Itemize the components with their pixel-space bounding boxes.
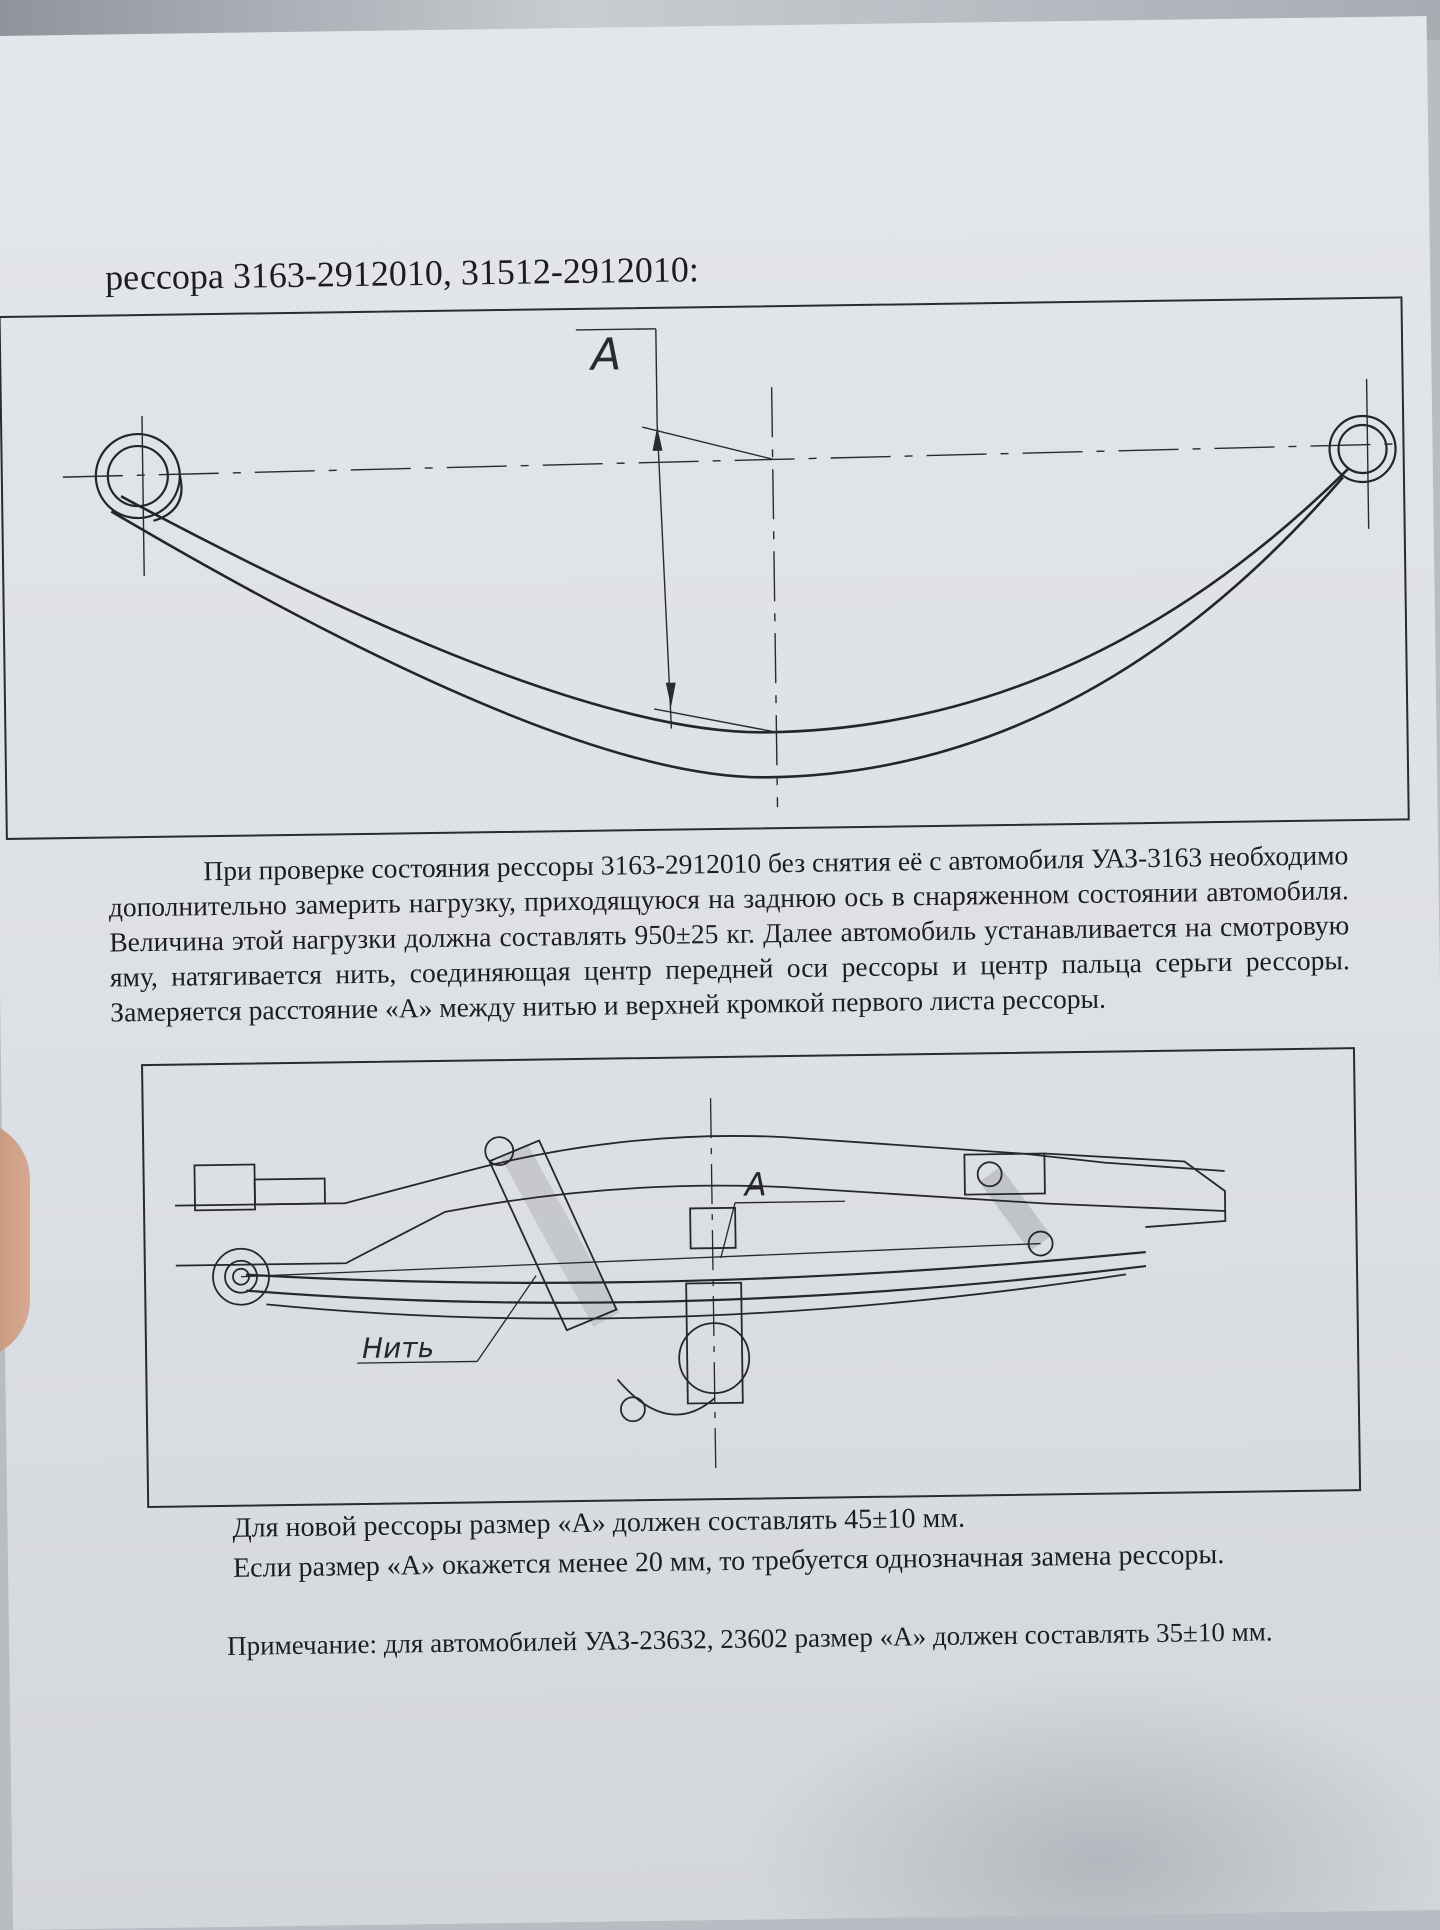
photo-shadow [739,1665,1440,1930]
leaf-spring-top [245,1250,1146,1284]
thread-leader-line [476,1275,537,1362]
right-eye-inner [1337,423,1388,475]
dimension-leader [655,328,658,424]
shackle-top-pin [976,1161,1003,1188]
replacement-text: Если размер «А» окажется менее 20 мм, то… [232,1539,1225,1584]
dimension-label-a: A [588,329,622,380]
leaf-spring-third [266,1273,1127,1320]
diagram2-label-a: A [743,1165,767,1203]
shock-absorber-body [501,1143,620,1327]
dimension-arrow-bottom [665,682,676,707]
left-eye-tail [153,475,183,522]
axle-centerline [709,1098,717,1479]
dimension-arrow-top [652,426,663,451]
frame-rail-bottom [175,1184,1226,1267]
shock-lower-bolt [620,1396,646,1423]
bracket-left [193,1163,256,1212]
dimension-extension-bottom [653,708,777,733]
thread-leader-shelf [357,1360,478,1364]
thread-label: Нить [362,1331,435,1365]
spring-upper-leaf [120,468,1349,734]
a-leader-line [720,1202,736,1259]
paragraph-text: При проверке состояния рессоры 3163-2912… [108,839,1350,1028]
frame-rear-end [1044,1152,1227,1228]
shock-absorber-outline [488,1139,618,1332]
dimension-shelf [575,328,656,331]
right-eye-centerline [1365,378,1370,529]
leaf-spring-bottom [246,1264,1147,1304]
document-sheet: рессора 3163-2912010, 31512-2912010: [0,16,1440,1930]
suspension-diagram-frame: A Нить [141,1047,1362,1509]
spring-lower-leaf [110,476,1344,779]
shackle-body [979,1166,1052,1252]
shock-top-mount [484,1136,515,1166]
instruction-paragraph: При проверке состояния рессоры 3163-2912… [108,837,1350,1029]
spring-diagram: A [62,328,1408,808]
bracket-right [963,1152,1046,1196]
left-eye-centerline [141,416,145,577]
axis-centerline [62,442,1408,478]
frame-rail-top [175,1135,1225,1207]
shock-lower-mount [616,1378,716,1416]
right-eye-outer [1328,414,1397,484]
spring-diagram-frame: A [0,296,1410,840]
page-heading: рессора 3163-2912010, 31512-2912010: [104,249,700,298]
suspension-diagram: A Нить [175,1098,1227,1479]
new-spring-size-text: Для новой рессоры размер «А» должен сост… [232,1502,966,1544]
center-vertical-line [770,387,779,808]
finger-edge [0,1120,30,1360]
bracket-left-2 [253,1177,326,1206]
a-leader-shelf [735,1200,846,1204]
front-eye-outer [212,1247,270,1306]
dimension-line [656,423,673,729]
note-text: Примечание: для автомобилей УАЗ-23632, 2… [226,1616,1273,1661]
thread-line [240,1242,1041,1278]
dimension-extension-top [642,426,773,460]
